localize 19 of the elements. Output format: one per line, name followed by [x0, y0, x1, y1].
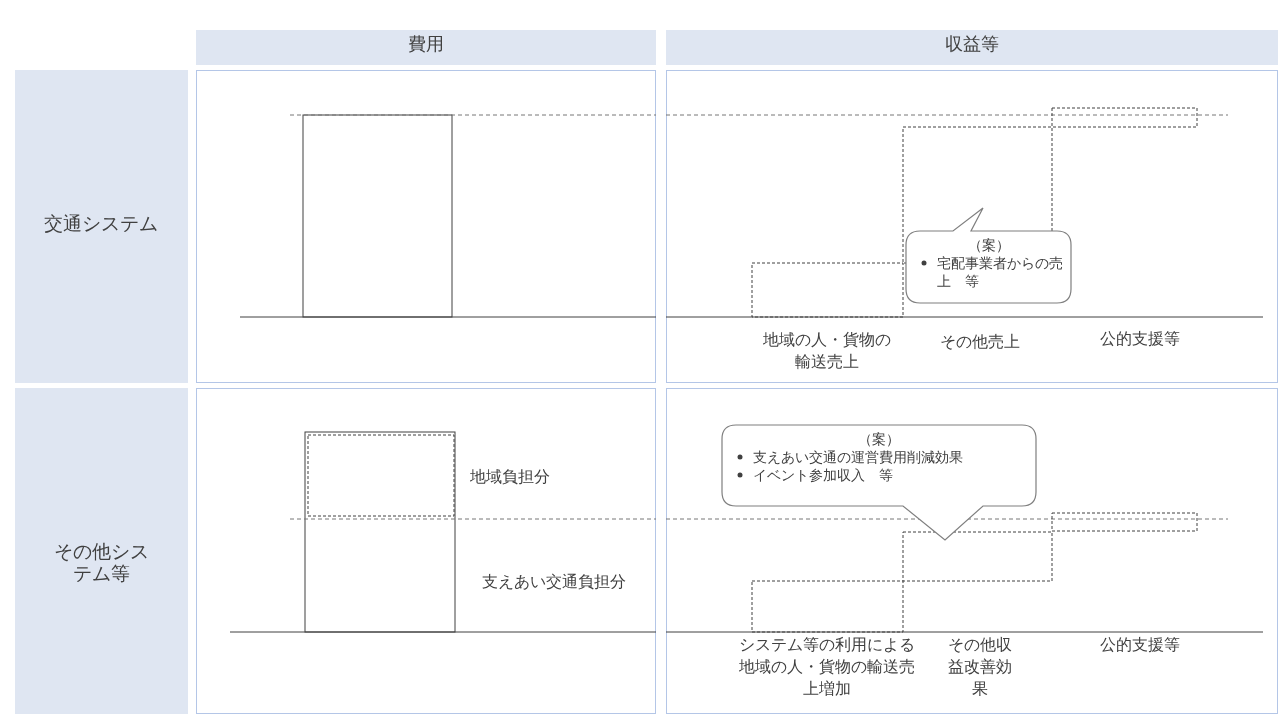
axis-label: その他収益改善効果 — [947, 634, 1013, 700]
callout-bubble — [905, 206, 1072, 304]
axis-label: システム等の利用による地域の人・貨物の輸送売上増加 — [738, 634, 916, 700]
callout-bubble — [721, 424, 1037, 542]
column-header: 収益等 — [944, 33, 1000, 55]
axis-label: 公的支援等 — [1099, 634, 1181, 656]
callout-heading: （案） — [966, 236, 1011, 254]
bar-segment-label: 地域負担分 — [469, 466, 551, 488]
axis-label: 地域の人・貨物の輸送売上 — [762, 329, 892, 373]
row-header: 交通システム — [43, 212, 159, 234]
row-header: その他システム等 — [52, 540, 150, 584]
bullet-item: イベント参加収入 等 — [753, 467, 893, 483]
column-header: 費用 — [407, 33, 445, 55]
axis-label: その他売上 — [939, 331, 1021, 353]
bullet-item: 支えあい交通の運営費用削減効果 — [753, 449, 963, 465]
axis-label: 公的支援等 — [1099, 328, 1181, 350]
bullet-item: 宅配事業者からの売上 等 — [937, 255, 1063, 289]
bar-segment-label: 支えあい交通負担分 — [481, 571, 627, 593]
callout-heading: （案） — [857, 430, 901, 448]
